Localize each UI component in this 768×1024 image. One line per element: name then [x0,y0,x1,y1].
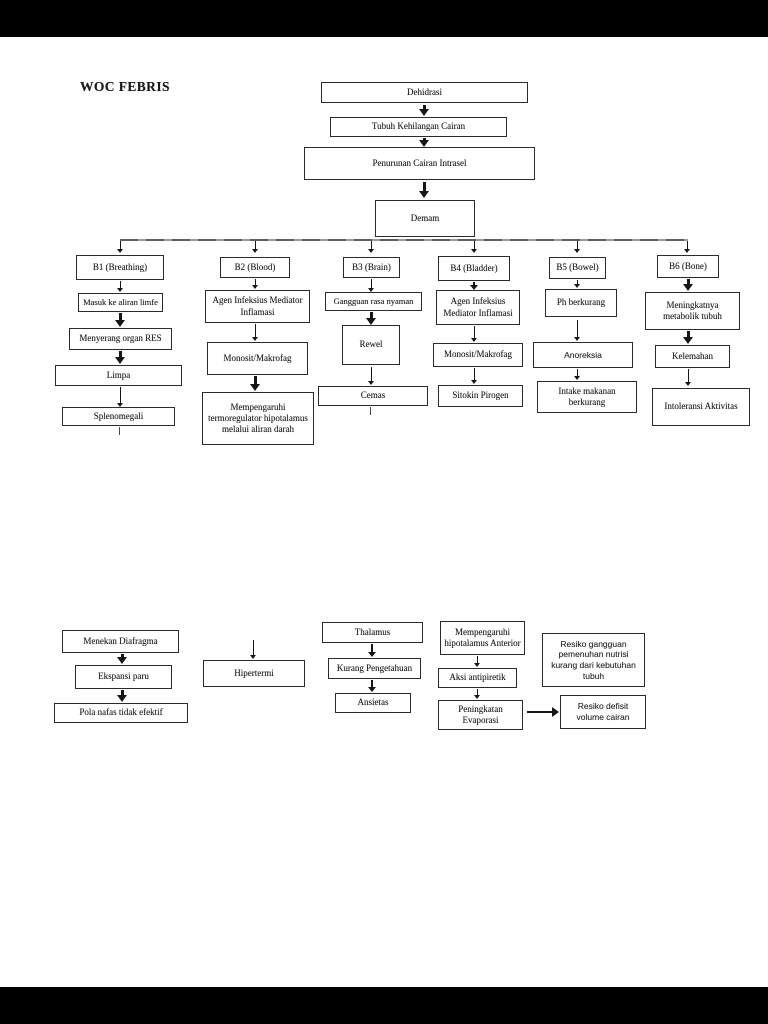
arrow-down-icon [416,105,432,116]
arrow-down-icon [247,376,263,391]
arrow-down-icon [114,690,130,702]
arrow-down-icon [416,182,432,198]
flow-box-thalamus: Thalamus [322,622,423,643]
branch-header-b3: B3 (Brain) [343,257,400,278]
flow-box-resiko-nutrisi: Resiko gangguan pemenuhan nutrisi kurang… [542,633,645,687]
arrow-down-icon [572,280,582,288]
flow-box-hipertermi: Hipertermi [203,660,305,687]
flow-box-kurang-pengetahuan: Kurang Pengetahuan [328,658,421,679]
flow-box-menekan-diafragma: Menekan Diafragma [62,630,179,653]
flow-box-pola-nafas: Pola nafas tidak efektif [54,703,188,723]
flow-box-demam: Demam [375,200,475,237]
branch-header-b4: B4 (Bladder) [438,256,510,281]
arrow-down-icon [367,680,377,692]
arrow-down-icon [250,279,260,289]
arrow-down-icon [112,351,128,364]
flow-box-limpa: Limpa [55,365,182,386]
arrow-down-icon [682,241,692,253]
arrow-down-icon [114,654,130,664]
arrow-down-icon [680,279,696,291]
arrow-down-icon [572,320,582,341]
arrow-right-icon [527,706,559,718]
flow-box-agen-infeksius-b2: Agen Infeksius Mediator Inflamasi [205,290,310,323]
arrow-down-icon [469,326,479,342]
arrow-down-icon [472,656,482,667]
arrow-down-icon [248,640,258,659]
flow-box-cemas: Cemas [318,386,428,406]
flow-box-penurunan-cairan-intrasel: Penurunan Cairan Intrasel [304,147,535,180]
page-title: WOC FEBRIS [80,79,170,94]
arrow-down-icon [416,138,432,147]
arrow-down-icon [115,387,125,407]
flow-box-monosit-makrofag-b2: Monosit/Makrofag [207,342,308,375]
flow-box-rewel: Rewel [342,325,400,365]
arrow-down-icon [572,241,582,253]
arrow-down-icon [366,279,376,292]
arrow-down-icon [363,312,379,325]
branch-line [120,239,688,241]
connector-line [119,427,120,435]
arrow-down-icon [250,324,260,341]
flow-box-hipotalamus-anterior: Mempengaruhi hipotalamus Anterior [440,621,525,655]
connector-line [370,407,371,415]
arrow-down-icon [572,369,582,380]
flow-box-agen-infeksius-b4: Agen Infeksius Mediator Inflamasi [436,290,520,325]
arrow-down-icon [680,331,696,344]
flow-box-kelemahan: Kelemahan [655,345,730,368]
flow-box-intoleransi-aktivitas: Intoleransi Aktivitas [652,388,750,426]
branch-header-b5: B5 (Bowel) [549,257,606,279]
arrow-down-icon [683,369,693,386]
arrow-down-icon [115,281,125,292]
letterbox-top [0,0,768,37]
arrow-down-icon [469,241,479,253]
flow-box-peningkatan-evaporasi: Peningkatan Evaporasi [438,700,523,730]
arrow-down-icon [115,241,125,253]
letterbox-bottom [0,987,768,1024]
flow-box-resiko-defisit-cairan: Resiko defisit volume cairan [560,695,646,729]
flow-box-monosit-makrofag-b4: Monosit/Makrofag [433,343,523,367]
flow-box-meningkat-metabolik: Meningkatnya metabolik tubuh [645,292,740,330]
branch-header-b2: B2 (Blood) [220,257,290,278]
flow-box-masuk-aliran-limfe: Masuk ke aliran limfe [78,293,163,312]
flow-box-splenomegali: Splenomegali [62,407,175,426]
arrow-down-icon [472,689,482,699]
flow-box-intake-makanan: Intake makanan berkurang [537,381,637,413]
flow-box-ansietas: Ansietas [335,693,411,713]
arrow-down-icon [469,282,479,290]
branch-header-b1: B1 (Breathing) [76,255,164,280]
arrow-down-icon [469,368,479,384]
flow-box-termoregulator: Mempengaruhi termoregulator hipotalamus … [202,392,314,445]
arrow-down-icon [367,644,377,657]
branch-header-b6: B6 (Bone) [657,255,719,278]
arrow-down-icon [250,241,260,253]
flow-box-ph-berkurang: Ph berkurang [545,289,617,317]
arrow-down-icon [366,241,376,253]
flow-box-anoreksia: Anoreksia [533,342,633,368]
flow-box-gangguan-rasa-nyaman: Gangguan rasa nyaman [325,292,422,311]
flow-box-tubuh-kehilangan-cairan: Tubuh Kehilangan Cairan [330,117,507,137]
arrow-down-icon [112,313,128,327]
flow-box-dehidrasi: Dehidrasi [321,82,528,103]
flow-box-ekspansi-paru: Ekspansi paru [75,665,172,689]
flow-box-sitokin-pirogen: Sitokin Pirogen [438,385,523,407]
flow-box-aksi-antipiretik: Aksi antipiretik [438,668,517,688]
flow-box-menyerang-organ-res: Menyerang organ RES [69,328,172,350]
arrow-down-icon [366,367,376,385]
